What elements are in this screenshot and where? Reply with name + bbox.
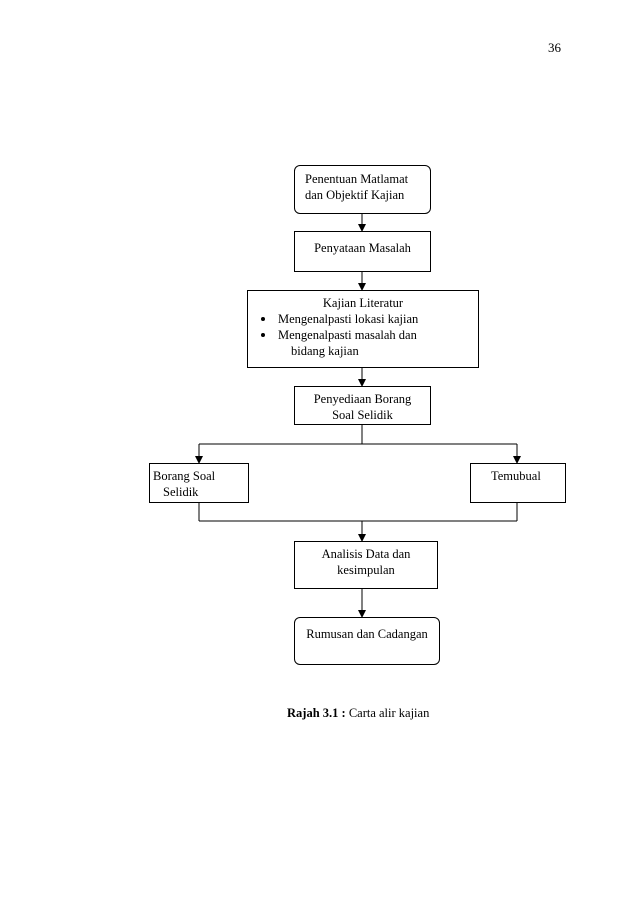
bullet-lokasi-kajian: Mengenalpasti lokasi kajian [248, 311, 478, 327]
node-kajian-literatur: Kajian Literatur Mengenalpasti lokasi ka… [247, 290, 479, 368]
bullet-bidang-kajian-continuation: bidang kajian [291, 344, 359, 358]
node-kajian-literatur-title: Kajian Literatur [322, 296, 404, 310]
figure-caption-text: Carta alir kajian [345, 706, 430, 720]
node-penentuan-matlamat-line-1: Penentuan Matlamat [305, 172, 409, 186]
node-temubual: Temubual [470, 463, 566, 503]
node-borang-soal-line-2: Selidik [163, 485, 199, 499]
node-kajian-literatur-bullets: Mengenalpasti lokasi kajian Mengenalpast… [248, 311, 478, 343]
node-analisis-data: Analisis Data dan kesimpulan [294, 541, 438, 589]
figure-caption-label: Rajah 3.1 : [287, 706, 346, 720]
node-penentuan-matlamat-line-2: dan Objektif Kajian [305, 188, 405, 202]
node-borang-soal-selidik: Borang Soal Selidik [149, 463, 249, 503]
bullet-masalah: Mengenalpasti masalah dan [248, 327, 478, 343]
node-penyediaan-borang-line-2: Soal Selidik [332, 408, 393, 422]
page-number: 36 [548, 40, 561, 55]
node-borang-soal-line-1: Borang Soal [153, 469, 216, 483]
node-penyataan-masalah: Penyataan Masalah [294, 231, 431, 272]
node-analisis-data-line-1: Analisis Data dan [321, 547, 411, 561]
node-penyediaan-borang-line-1: Penyediaan Borang [313, 392, 412, 406]
node-rumusan-cadangan: Rumusan dan Cadangan [294, 617, 440, 665]
node-penyediaan-borang: Penyediaan Borang Soal Selidik [294, 386, 431, 425]
node-penentuan-matlamat: Penentuan Matlamat dan Objektif Kajian [294, 165, 431, 214]
node-temubual-label: Temubual [491, 469, 541, 483]
node-penyataan-masalah-label: Penyataan Masalah [314, 241, 411, 255]
figure-caption: Rajah 3.1 : Carta alir kajian [287, 706, 429, 721]
node-rumusan-cadangan-label: Rumusan dan Cadangan [306, 627, 428, 641]
node-analisis-data-line-2: kesimpulan [337, 563, 395, 577]
